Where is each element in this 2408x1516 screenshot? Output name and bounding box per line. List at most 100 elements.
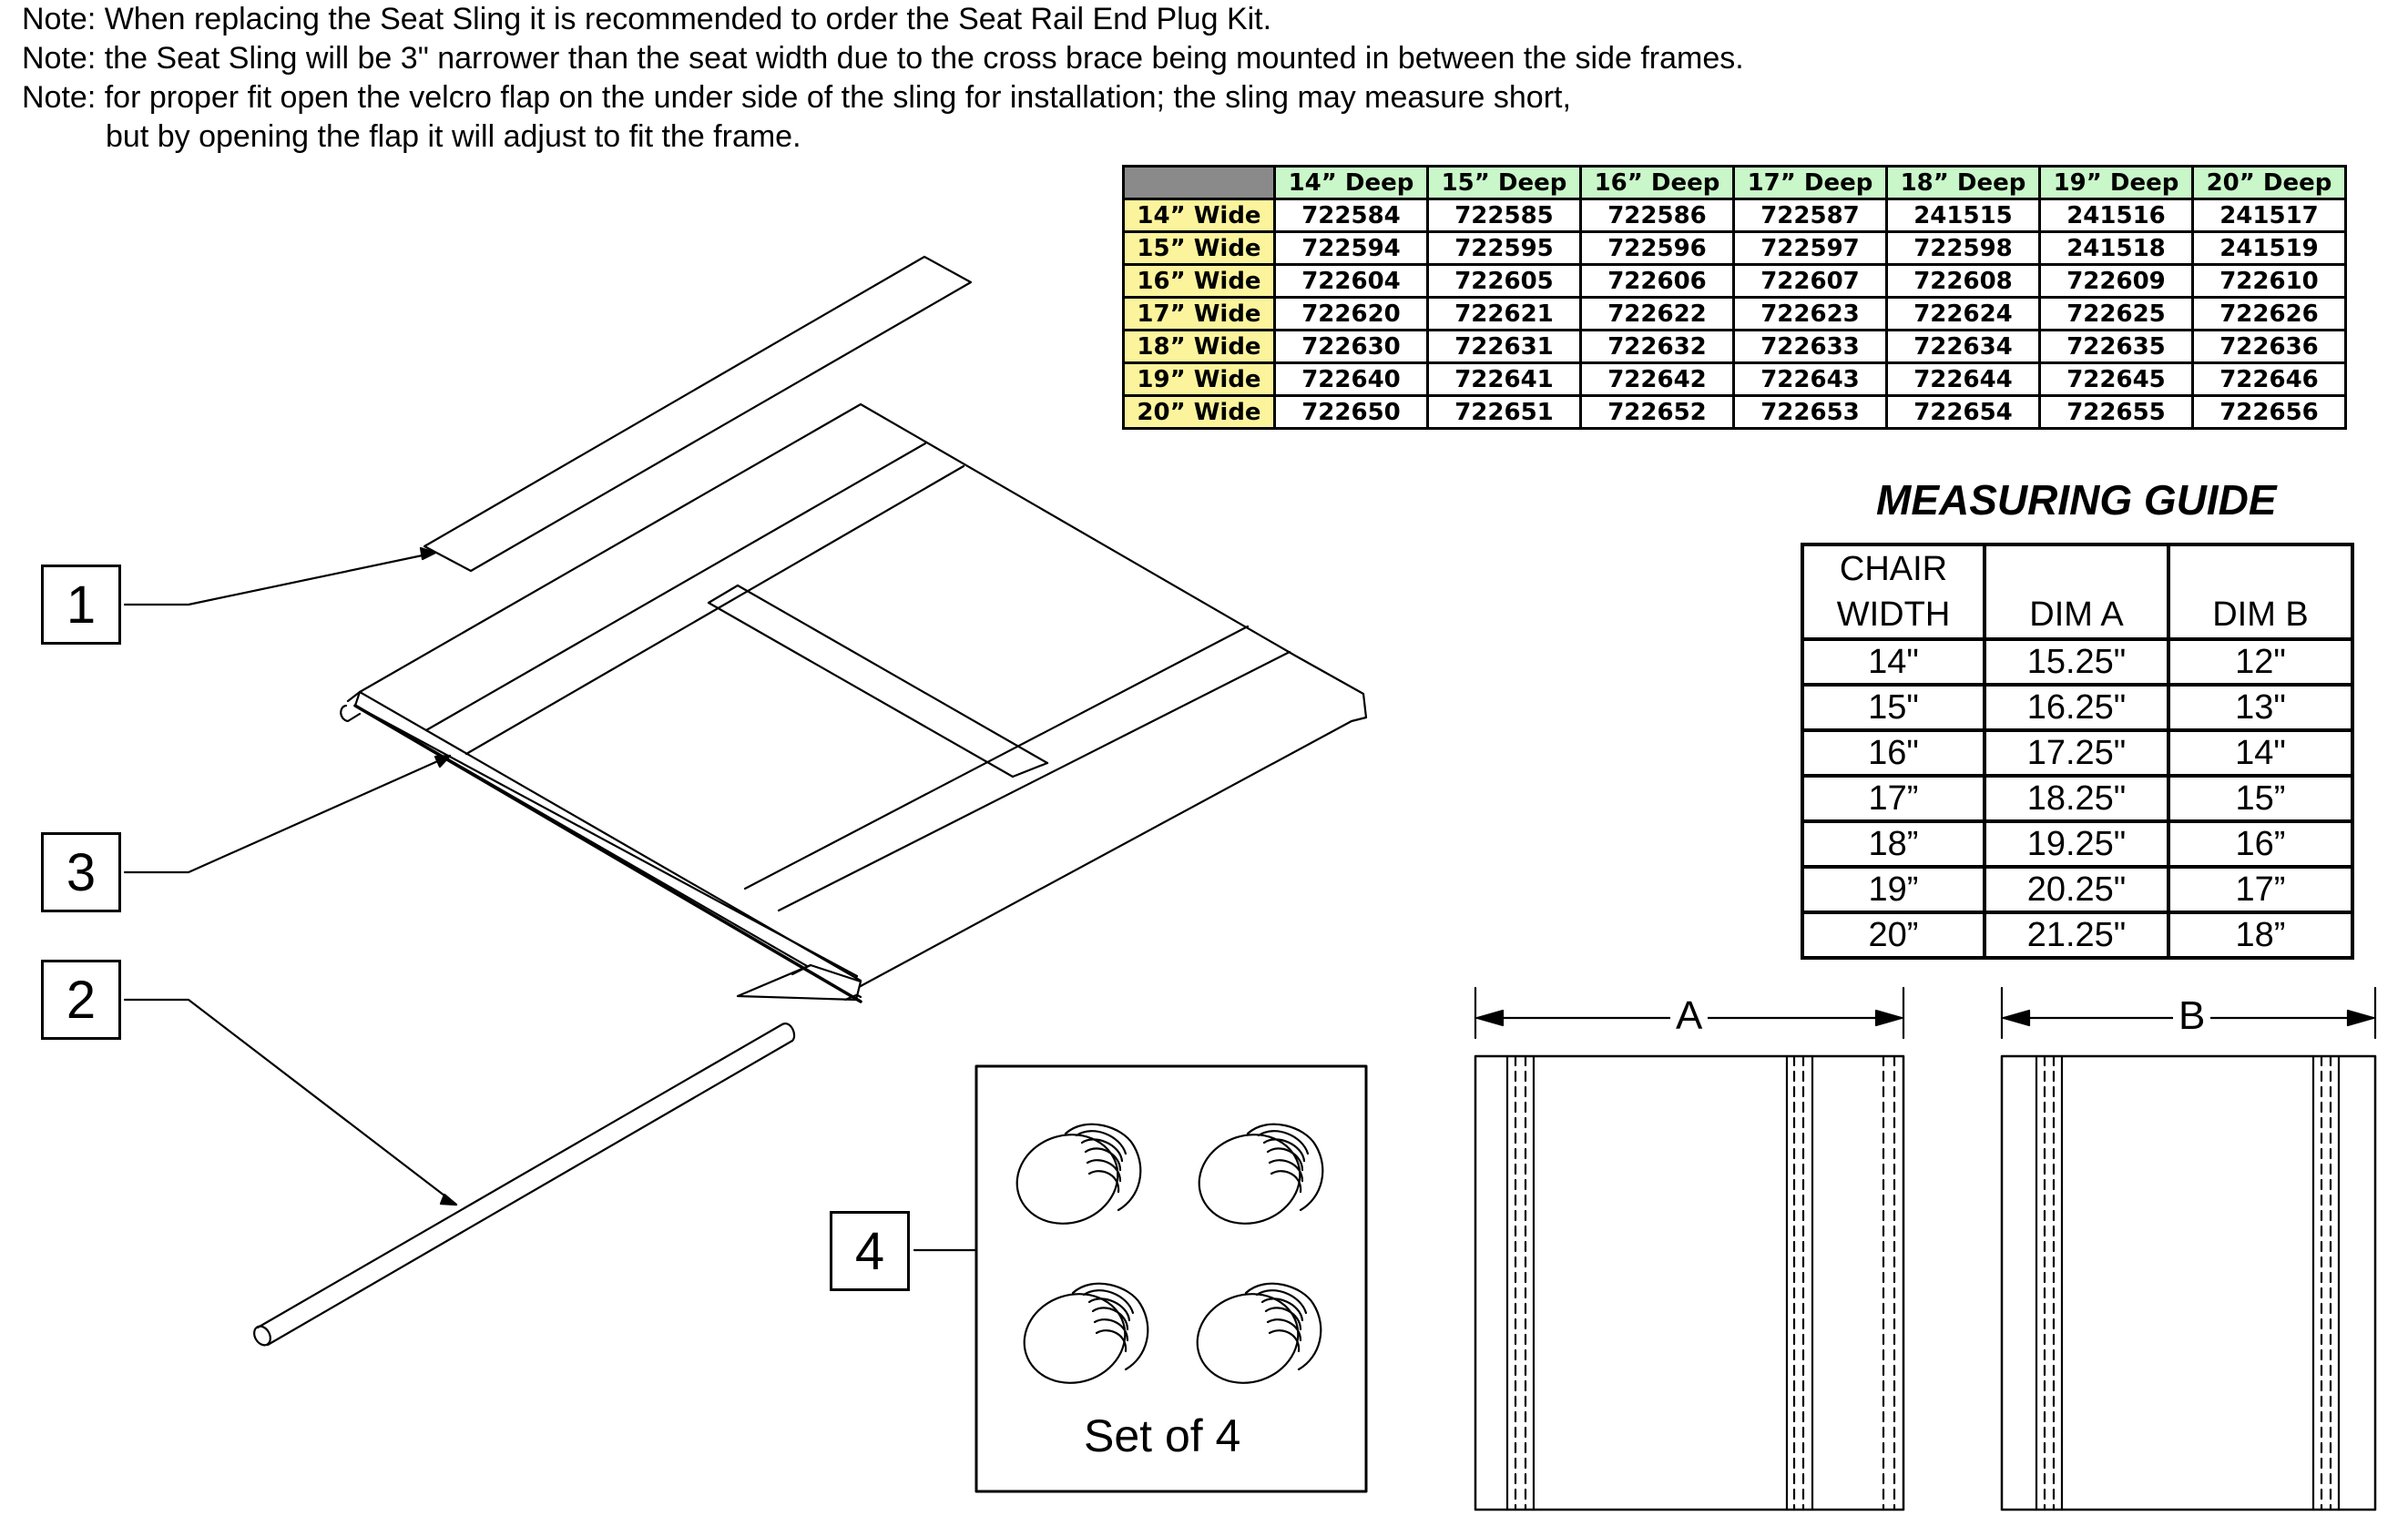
column-header: 18” Deep [1885, 165, 2041, 200]
dimension-a-label: A [1670, 993, 1709, 1039]
guide-cell: 19.25" [1983, 819, 2170, 869]
part-number-cell: 241519 [2191, 230, 2347, 266]
guide-row: 20” 21.25" 18” [1801, 911, 2354, 960]
callout-1: 1 [41, 565, 121, 645]
guide-cell: 13" [2167, 683, 2354, 732]
part-number-cell: 722597 [1732, 230, 1888, 266]
part-number-cell: 722640 [1273, 361, 1429, 397]
guide-header-chair-width: CHAIR WIDTH [1801, 543, 1986, 641]
part-number-table: 14” Deep 15” Deep 16” Deep 17” Deep 18” … [1122, 165, 2347, 430]
column-header: 17” Deep [1732, 165, 1888, 200]
part-number-cell: 722645 [2038, 361, 2194, 397]
end-plug-kit-part [974, 1064, 1368, 1493]
table-header-row: 14” Deep 15” Deep 16” Deep 17” Deep 18” … [1122, 165, 2347, 200]
callout-3: 3 [41, 832, 121, 912]
column-header: 20” Deep [2191, 165, 2347, 200]
part-number-cell: 722641 [1426, 361, 1582, 397]
column-header: 16” Deep [1579, 165, 1735, 200]
measuring-guide-table: CHAIR WIDTH DIM A DIM B 14" 15.25" 12" 1… [1801, 543, 2354, 960]
note-line: Note: for proper fit open the velcro fla… [22, 80, 1571, 115]
part-number-cell: 722631 [1426, 329, 1582, 364]
table-row: 17” Wide 722620 722621 722622 722623 722… [1122, 296, 2347, 331]
part-number-cell: 722650 [1273, 394, 1429, 430]
part-number-cell: 722636 [2191, 329, 2347, 364]
part-number-cell: 722621 [1426, 296, 1582, 331]
row-header: 18” Wide [1122, 329, 1276, 364]
part-number-cell: 722656 [2191, 394, 2347, 430]
guide-cell: 17” [1801, 774, 1986, 823]
guide-row: 14" 15.25" 12" [1801, 637, 2354, 687]
dimension-b-diagram [2000, 986, 2377, 1511]
part-number-cell: 722642 [1579, 361, 1735, 397]
guide-cell: 14" [2167, 728, 2354, 778]
guide-cell: 17.25" [1983, 728, 2170, 778]
column-header: 19” Deep [2038, 165, 2194, 200]
callout-2: 2 [41, 960, 121, 1040]
part-number-cell: 722623 [1732, 296, 1888, 331]
guide-cell: 16.25" [1983, 683, 2170, 732]
guide-cell: 19” [1801, 865, 1986, 914]
row-header: 19” Wide [1122, 361, 1276, 397]
guide-row: 17” 18.25" 15” [1801, 774, 2354, 823]
part-number-cell: 722632 [1579, 329, 1735, 364]
leader-lines [123, 546, 978, 1252]
guide-cell: 17” [2167, 865, 2354, 914]
part-number-cell: 722606 [1579, 263, 1735, 299]
set-of-4-label: Set of 4 [1084, 1410, 1241, 1461]
end-plug [1196, 1282, 1322, 1384]
part-number-cell: 722605 [1426, 263, 1582, 299]
end-plug [1015, 1123, 1142, 1225]
part-number-cell: 722654 [1885, 394, 2041, 430]
column-header: 15” Deep [1426, 165, 1582, 200]
guide-cell: 12" [2167, 637, 2354, 687]
part-number-cell: 722598 [1885, 230, 2041, 266]
note-line: Note: When replacing the Seat Sling it i… [22, 2, 1272, 36]
guide-header-line: WIDTH [1836, 595, 1951, 634]
column-header: 14” Deep [1273, 165, 1429, 200]
part-number-cell: 241515 [1885, 198, 2041, 233]
table-row: 14” Wide 722584 722585 722586 722587 241… [1122, 198, 2347, 233]
callout-4: 4 [830, 1211, 910, 1291]
guide-cell: 20” [1801, 911, 1986, 960]
part-number-cell: 722635 [2038, 329, 2194, 364]
seat-sling-part [340, 402, 1368, 1003]
part-number-cell: 722624 [1885, 296, 2041, 331]
guide-cell: 18” [1801, 819, 1986, 869]
part-number-cell: 241518 [2038, 230, 2194, 266]
velcro-strip-part [423, 255, 973, 573]
table-row: 16” Wide 722604 722605 722606 722607 722… [1122, 263, 2347, 299]
part-number-cell: 722594 [1273, 230, 1429, 266]
part-number-cell: 722622 [1579, 296, 1735, 331]
guide-cell: 21.25" [1983, 911, 2170, 960]
part-number-cell: 722655 [2038, 394, 2194, 430]
part-number-cell: 722653 [1732, 394, 1888, 430]
corner-cell [1122, 165, 1276, 200]
table-row: 15” Wide 722594 722595 722596 722597 722… [1122, 230, 2347, 266]
note-line: Note: the Seat Sling will be 3" narrower… [22, 41, 1744, 76]
guide-cell: 18” [2167, 911, 2354, 960]
guide-cell: 15.25" [1983, 637, 2170, 687]
guide-header-dim-a: DIM A [1983, 543, 2170, 641]
part-number-cell: 722646 [2191, 361, 2347, 397]
measuring-guide-title: MEASURING GUIDE [1876, 476, 2277, 524]
seat-rail-rod-part [253, 1023, 796, 1347]
part-number-cell: 722608 [1885, 263, 2041, 299]
part-number-cell: 241516 [2038, 198, 2194, 233]
part-number-cell: 722651 [1426, 394, 1582, 430]
table-row: 20” Wide 722650 722651 722652 722653 722… [1122, 394, 2347, 430]
part-number-cell: 722630 [1273, 329, 1429, 364]
end-plug [1023, 1282, 1149, 1384]
row-header: 17” Wide [1122, 296, 1276, 331]
part-number-cell: 722620 [1273, 296, 1429, 331]
part-number-cell: 722585 [1426, 198, 1582, 233]
part-number-cell: 722625 [2038, 296, 2194, 331]
row-header: 14” Wide [1122, 198, 1276, 233]
part-number-cell: 722644 [1885, 361, 2041, 397]
part-number-cell: 722584 [1273, 198, 1429, 233]
guide-row: 15" 16.25" 13" [1801, 683, 2354, 732]
table-row: 19” Wide 722640 722641 722642 722643 722… [1122, 361, 2347, 397]
part-number-cell: 722633 [1732, 329, 1888, 364]
part-number-cell: 722586 [1579, 198, 1735, 233]
part-number-cell: 722652 [1579, 394, 1735, 430]
